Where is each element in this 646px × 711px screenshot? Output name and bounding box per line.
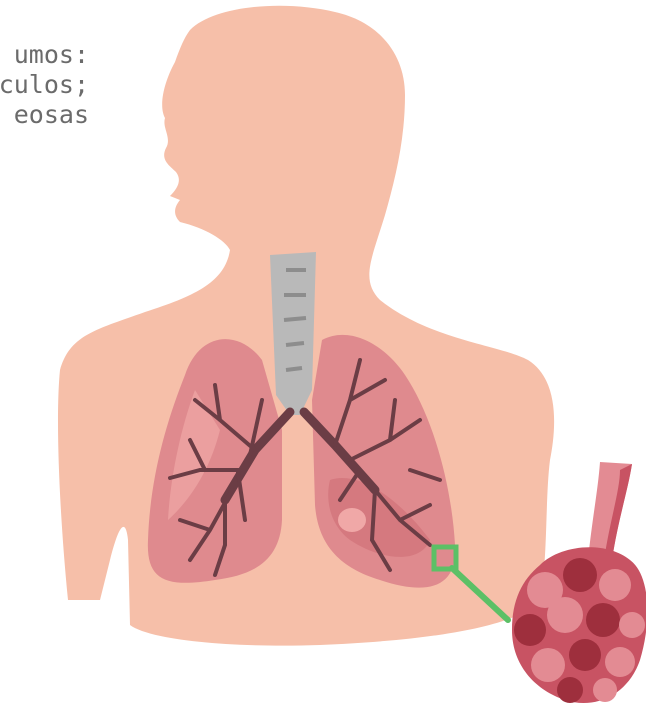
- right-lung-spot: [338, 508, 366, 532]
- trachea: [270, 252, 316, 415]
- trachea-tube: [270, 252, 316, 415]
